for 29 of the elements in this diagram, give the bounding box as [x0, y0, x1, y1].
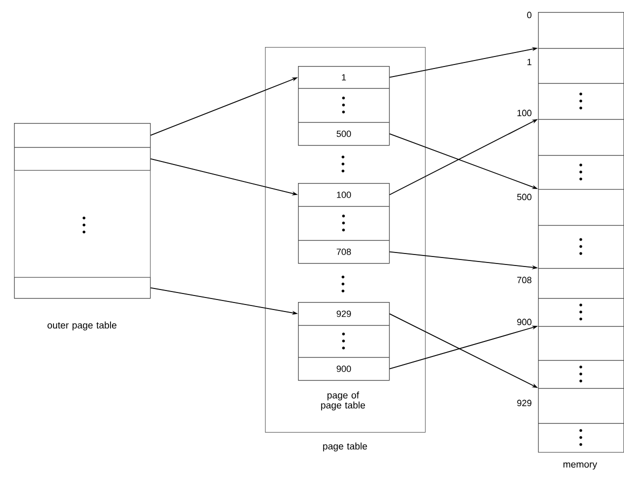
- ellipsis-cell: [538, 422, 624, 453]
- table-label: memory: [563, 462, 598, 470]
- table-cell: 900: [298, 356, 390, 381]
- table-label: page table: [323, 442, 368, 452]
- address-label: 500: [517, 194, 532, 200]
- address-label: 900: [517, 318, 532, 326]
- ellipsis-cell: [298, 206, 390, 241]
- table-label: page of page table: [321, 392, 366, 410]
- address-label: 1: [527, 58, 532, 66]
- table-row: [14, 123, 151, 148]
- ellipsis-cell: [538, 154, 624, 190]
- ellipsis-cell: [298, 324, 390, 358]
- table-cell: 708: [298, 240, 390, 264]
- ellipsis-cell: [538, 83, 624, 120]
- address-label: 0: [527, 12, 532, 18]
- ellipsis-cell: [538, 298, 624, 327]
- ellipsis-cell: [538, 360, 624, 389]
- ellipsis-cell: [538, 224, 624, 269]
- table-label: outer page table: [48, 322, 116, 330]
- address-label: 929: [517, 400, 532, 406]
- ellipsis-cell: [298, 88, 390, 123]
- table-cell: 500: [298, 122, 390, 146]
- table-cell: 929: [298, 302, 390, 326]
- address-label: 100: [517, 110, 532, 116]
- table-row: [14, 146, 151, 171]
- table-row: [14, 276, 151, 299]
- table-cell: 100: [298, 182, 390, 207]
- table-cell: 1: [298, 66, 390, 89]
- address-label: 708: [517, 276, 532, 284]
